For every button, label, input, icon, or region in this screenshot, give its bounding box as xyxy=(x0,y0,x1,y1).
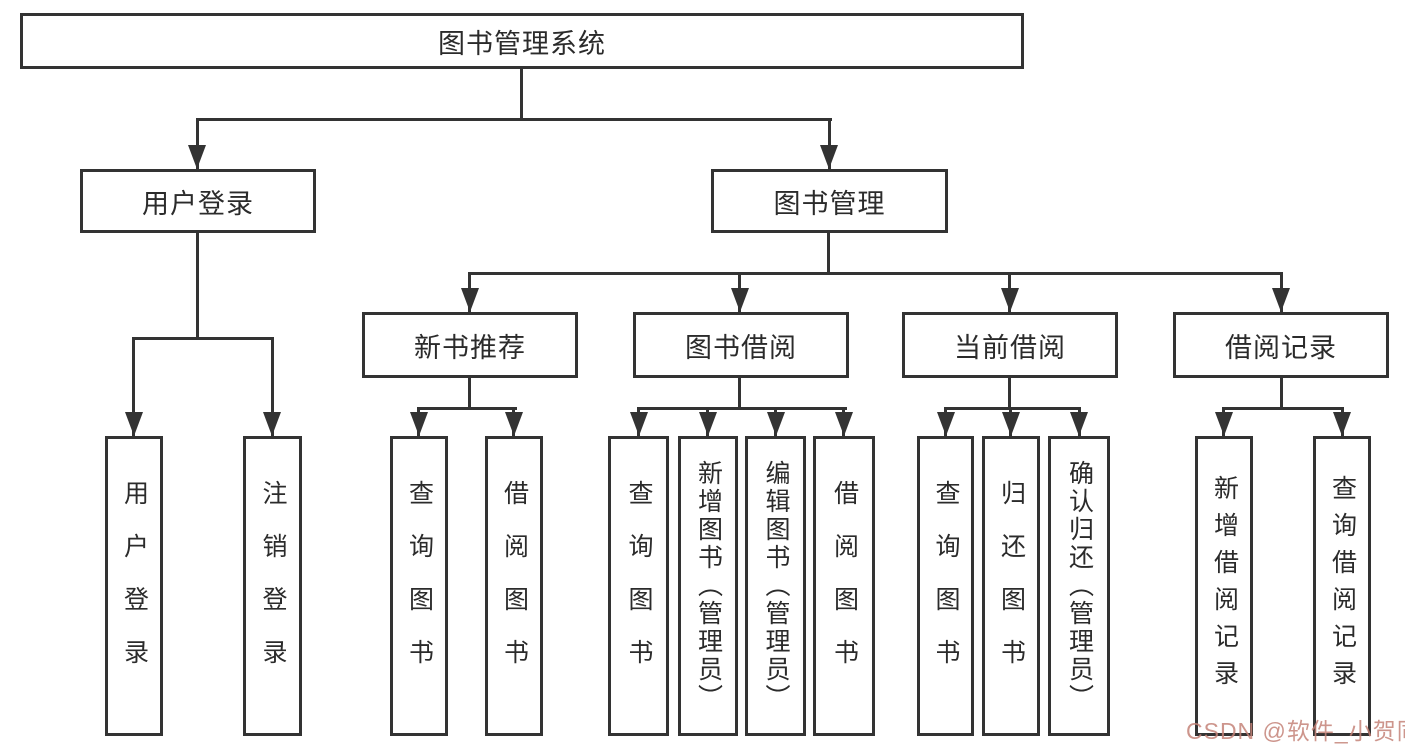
arrowhead-down-icon xyxy=(188,145,206,169)
node-user-login: 用户登录 xyxy=(80,169,316,233)
connector-line xyxy=(637,407,847,410)
leaf-label: 查询借阅记录 xyxy=(1328,475,1357,697)
leaf-confirm-return-admin: 确认归还（管理员） xyxy=(1048,436,1110,736)
connector-line xyxy=(196,118,832,121)
leaf-label: 注销登录 xyxy=(259,480,287,692)
arrowhead-down-icon xyxy=(125,412,143,436)
connector-line xyxy=(196,118,199,169)
arrowhead-down-icon xyxy=(1272,288,1290,312)
leaf-query-books-borrow: 查询图书 xyxy=(608,436,669,736)
node-new-book-recommendation: 新书推荐 xyxy=(362,312,578,378)
node-label: 图书管理系统 xyxy=(438,28,606,59)
leaf-label: 用户登录 xyxy=(120,480,149,692)
leaf-label: 新增图书（管理员） xyxy=(694,460,723,712)
leaf-label: 查询图书 xyxy=(625,480,653,692)
node-label: 新书推荐 xyxy=(414,332,526,363)
connector-line xyxy=(827,233,830,275)
connector-line xyxy=(944,407,1081,410)
connector-line xyxy=(520,68,523,121)
arrowhead-down-icon xyxy=(630,412,648,436)
arrowhead-down-icon xyxy=(461,288,479,312)
leaf-query-books-current: 查询图书 xyxy=(917,436,974,736)
leaf-user-login: 用户登录 xyxy=(105,436,163,736)
connector-line xyxy=(271,337,274,436)
arrowhead-down-icon xyxy=(820,145,838,169)
arrowhead-down-icon xyxy=(937,412,955,436)
node-library-management-system: 图书管理系统 xyxy=(20,13,1024,69)
connector-line xyxy=(468,378,471,410)
connector-line xyxy=(1008,378,1011,410)
connector-line xyxy=(417,407,517,410)
node-current-borrowing: 当前借阅 xyxy=(902,312,1118,378)
leaf-label: 归还图书 xyxy=(997,480,1026,692)
node-label: 图书借阅 xyxy=(685,332,797,363)
leaf-borrow-books: 借阅图书 xyxy=(813,436,875,736)
leaf-label: 借阅图书 xyxy=(500,480,529,692)
arrowhead-down-icon xyxy=(1215,412,1233,436)
arrowhead-down-icon xyxy=(731,288,749,312)
leaf-edit-books-admin: 编辑图书（管理员） xyxy=(745,436,806,736)
arrowhead-down-icon xyxy=(767,412,785,436)
leaf-label: 编辑图书（管理员） xyxy=(762,460,790,712)
leaf-label: 查询图书 xyxy=(405,480,434,692)
arrowhead-down-icon xyxy=(1333,412,1351,436)
arrowhead-down-icon xyxy=(505,412,523,436)
arrowhead-down-icon xyxy=(699,412,717,436)
leaf-query-borrow-record: 查询借阅记录 xyxy=(1313,436,1371,736)
leaf-add-borrow-record: 新增借阅记录 xyxy=(1195,436,1253,736)
connector-line xyxy=(1222,407,1344,410)
arrowhead-down-icon xyxy=(410,412,428,436)
node-borrowing-records: 借阅记录 xyxy=(1173,312,1389,378)
leaf-add-books-admin: 新增图书（管理员） xyxy=(678,436,738,736)
leaf-return-books: 归还图书 xyxy=(982,436,1040,736)
arrowhead-down-icon xyxy=(1002,412,1020,436)
node-label: 图书管理 xyxy=(773,188,886,219)
connector-line xyxy=(468,272,1283,275)
connector-line xyxy=(738,378,741,410)
leaf-label: 查询图书 xyxy=(932,480,960,692)
node-label: 借阅记录 xyxy=(1225,332,1337,363)
arrowhead-down-icon xyxy=(263,412,281,436)
arrowhead-down-icon xyxy=(1001,288,1019,312)
node-label: 当前借阅 xyxy=(954,332,1066,363)
node-label: 用户登录 xyxy=(142,188,254,219)
node-book-management: 图书管理 xyxy=(711,169,948,233)
connector-line xyxy=(132,337,274,340)
arrowhead-down-icon xyxy=(835,412,853,436)
connector-line xyxy=(1280,378,1283,410)
connector-line xyxy=(132,337,135,436)
node-book-borrowing: 图书借阅 xyxy=(633,312,849,378)
leaf-logout: 注销登录 xyxy=(243,436,302,736)
arrowhead-down-icon xyxy=(1070,412,1088,436)
leaf-borrow-books-recommend: 借阅图书 xyxy=(485,436,543,736)
leaf-label: 确认归还（管理员） xyxy=(1065,460,1094,712)
leaf-label: 新增借阅记录 xyxy=(1210,475,1239,697)
connector-line xyxy=(828,118,831,169)
watermark: CSDN @软件_小贺同学 xyxy=(1186,718,1405,744)
connector-line xyxy=(196,233,199,340)
leaf-label: 借阅图书 xyxy=(830,480,859,692)
leaf-query-books-recommend: 查询图书 xyxy=(390,436,448,736)
